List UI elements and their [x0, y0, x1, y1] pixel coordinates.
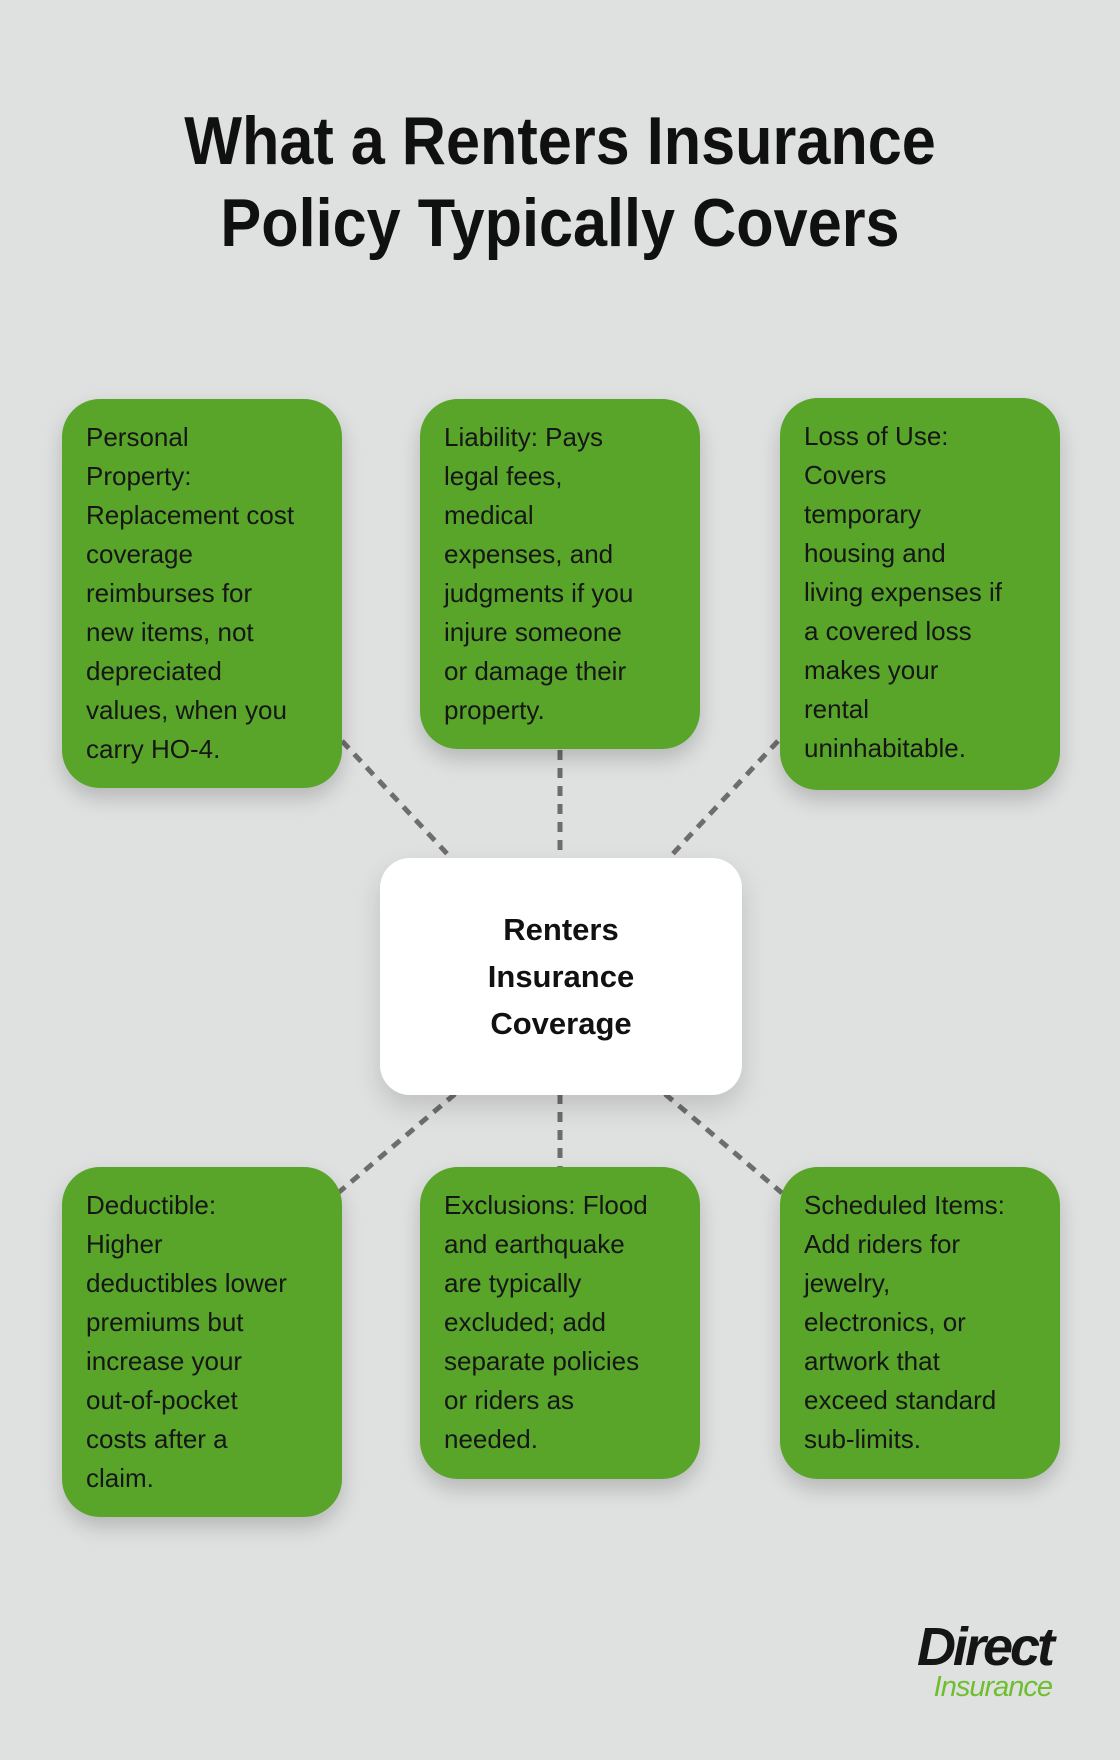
connector-bottom-right [663, 1092, 784, 1195]
brand-logo: Direct Insurance [916, 1617, 1055, 1704]
page-title: What a Renters Insurance Policy Typicall… [56, 100, 1064, 264]
coverage-box-exclusions: Exclusions: Flood and earthquake are typ… [420, 1167, 700, 1479]
brand-name: Direct [916, 1617, 1055, 1677]
coverage-box-scheduled-items: Scheduled Items: Add riders for jewelry,… [780, 1167, 1060, 1479]
center-node-label: Renters Insurance Coverage [487, 912, 635, 1041]
coverage-box-deductible: Deductible: Higher deductibles lower pre… [62, 1167, 342, 1517]
title-line-2: Policy Typically Covers [220, 185, 900, 261]
coverage-box-loss-of-use: Loss of Use: Covers temporary housing an… [780, 398, 1060, 790]
connector-top-right [666, 739, 780, 861]
center-node: Renters Insurance Coverage [380, 858, 742, 1095]
coverage-box-personal-property: Personal Property: Replacement cost cove… [62, 399, 342, 788]
brand-tagline: Insurance [933, 1671, 1053, 1703]
connector-bottom-left [336, 1092, 457, 1195]
title-line-1: What a Renters Insurance [184, 103, 936, 179]
connector-top-left [340, 739, 454, 861]
coverage-box-liability: Liability: Pays legal fees, medical expe… [420, 399, 700, 749]
